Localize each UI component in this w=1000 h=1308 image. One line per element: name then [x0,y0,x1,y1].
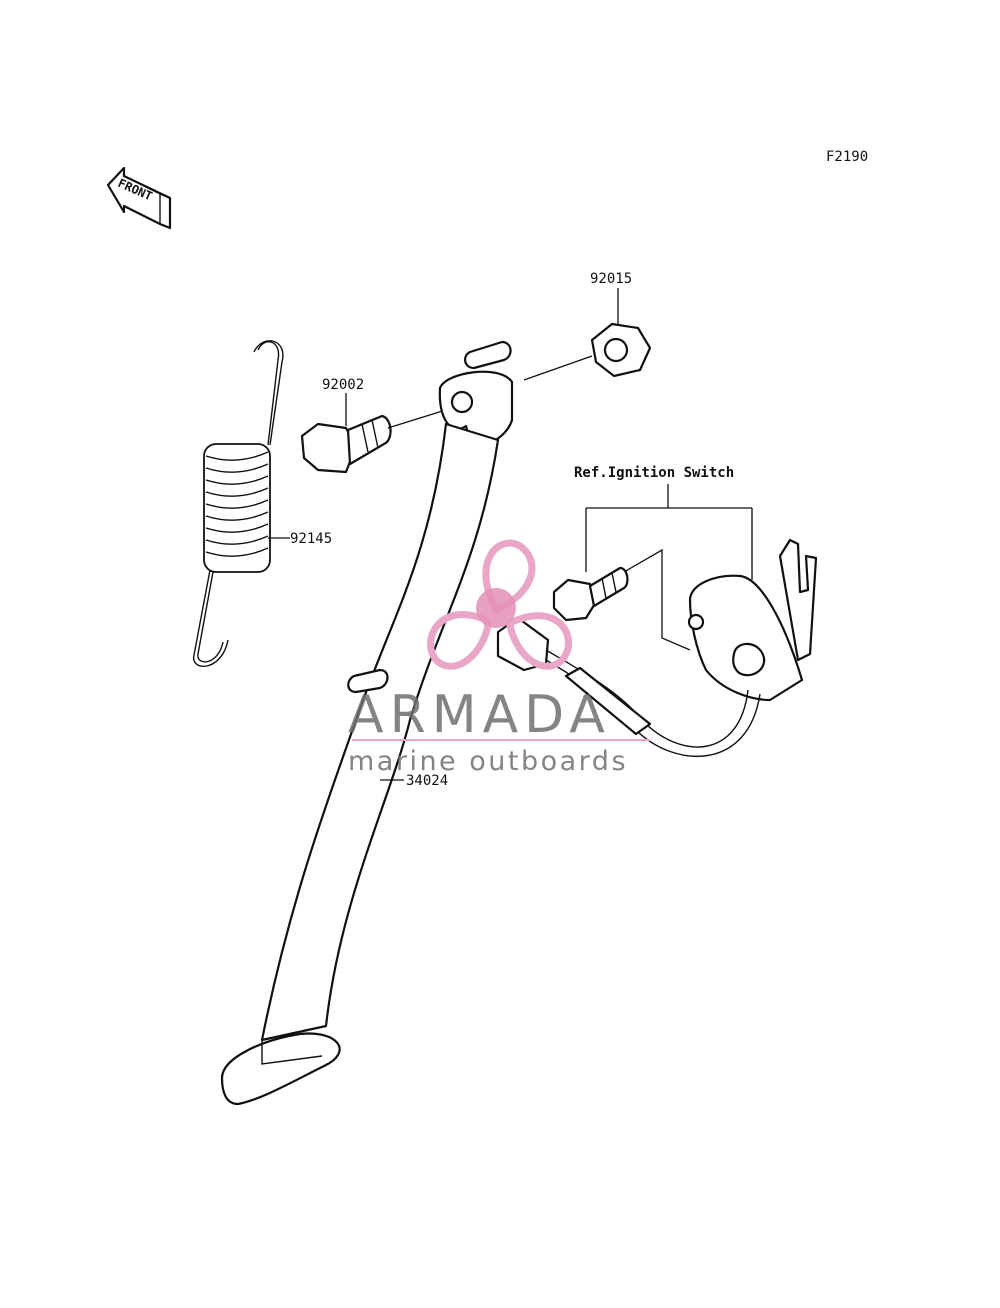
callout-spring: 92145 [290,531,332,547]
propeller-logo-icon [427,539,573,670]
callout-bolt: 92002 [322,377,364,393]
callout-ignition-ref: Ref.Ignition Switch [574,465,734,481]
watermark-brand: ARMADA [348,685,611,745]
figure-code: F2190 [826,149,868,165]
watermark-tagline: marine outboards [348,746,628,777]
switch-bolt-part [552,566,629,622]
armada-watermark: ARMADA marine outboards [348,539,650,777]
ignition-ref-bracket [585,484,753,651]
callout-nut: 92015 [590,271,632,287]
bolt-part [300,414,392,474]
spring-coils [203,443,271,573]
callout-side-stand: 34024 [406,773,448,789]
side-stand-part [220,370,514,1106]
spring-part [193,340,284,667]
pin-top-part [464,340,512,370]
ignition-switch-part [687,538,818,702]
front-arrow-icon: FRONT [106,166,172,230]
nut-part [590,322,652,378]
